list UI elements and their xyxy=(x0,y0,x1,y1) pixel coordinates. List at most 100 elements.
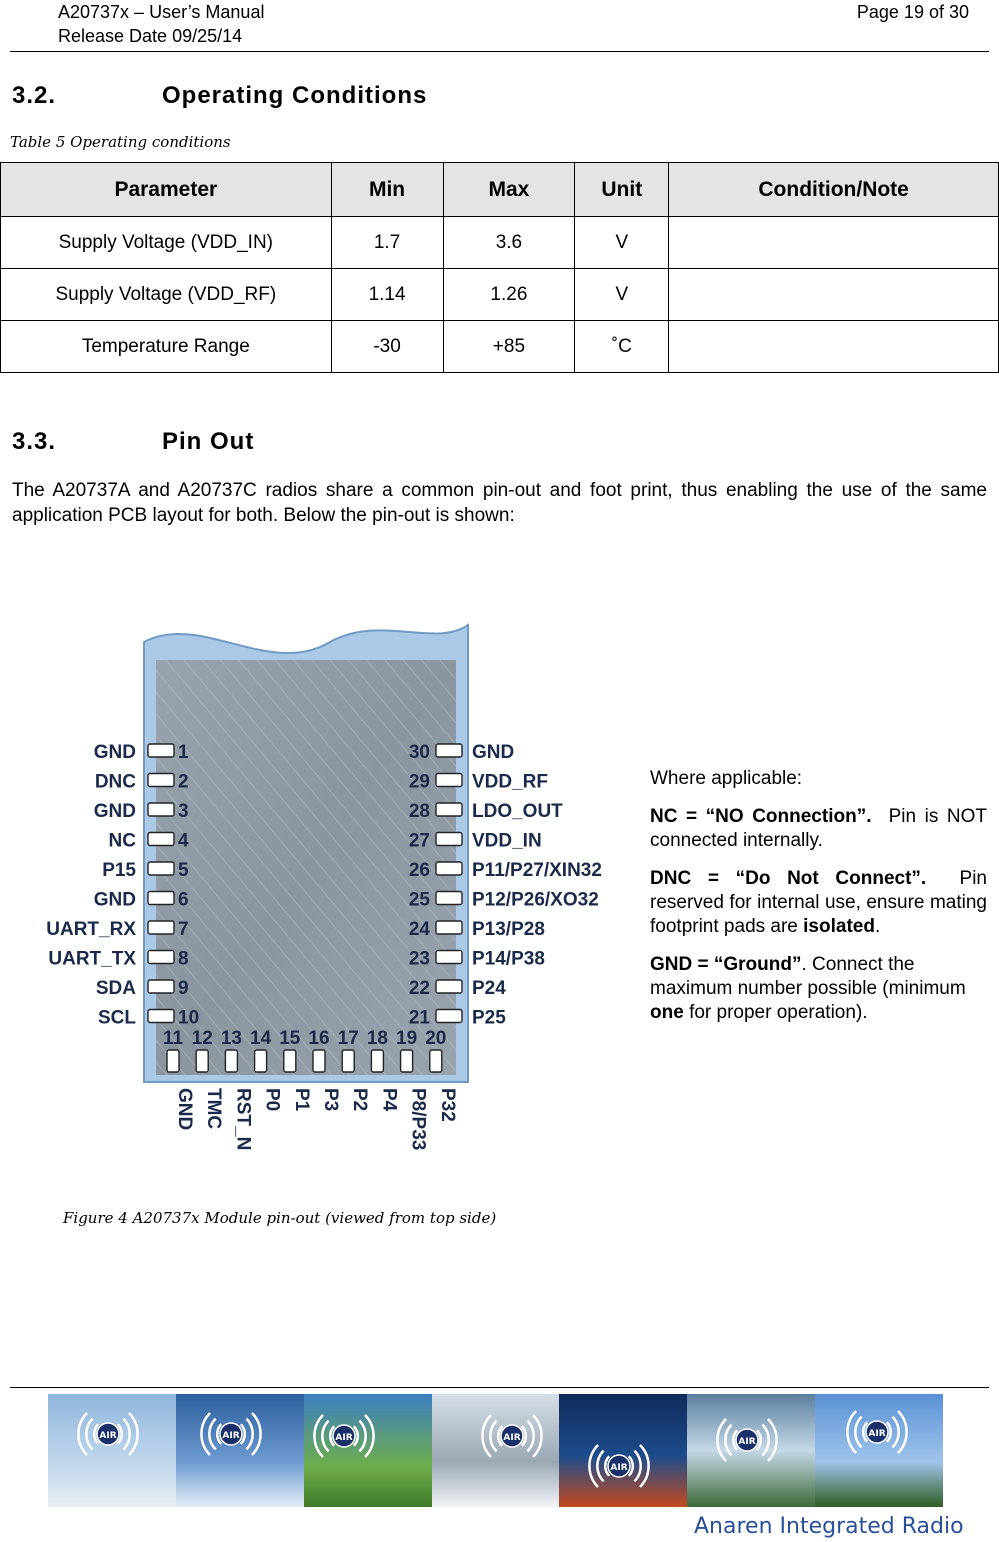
table-cell: 1.26 xyxy=(442,268,576,321)
pin-label: GND xyxy=(94,890,136,911)
section-heading-pinout: 3.3.Pin Out xyxy=(12,428,254,456)
banner-panel-ski: AIR xyxy=(175,1394,304,1507)
air-logo-icon: AIR xyxy=(312,1414,375,1458)
nc-desc: Pin is NOT connected internally. xyxy=(650,806,987,851)
pin-number: 2 xyxy=(178,772,189,793)
pin-pad xyxy=(147,949,175,965)
pin-label: GND xyxy=(94,801,136,822)
footer-rule xyxy=(10,1387,989,1388)
table-row: Temperature Range -30 +85 ˚C xyxy=(0,320,999,373)
footer-banner: AIR AIR AIR AIR AIR AIR AIR xyxy=(48,1394,944,1507)
column-header: Max xyxy=(442,162,576,217)
pin-number: 13 xyxy=(221,1028,242,1049)
pin-number: 6 xyxy=(178,890,189,911)
air-logo-icon: AIR xyxy=(200,1412,262,1456)
pin-label: P32 xyxy=(437,1088,458,1122)
table-cell: 1.14 xyxy=(330,268,444,321)
table-cell xyxy=(668,216,999,269)
pin-number: 7 xyxy=(178,919,189,940)
pin-number: 25 xyxy=(409,890,431,911)
pin-pad xyxy=(224,1049,239,1073)
pin-number: 29 xyxy=(409,772,430,793)
pin-pad xyxy=(312,1049,326,1073)
pin-pad xyxy=(435,743,463,758)
pin-number: 28 xyxy=(409,801,430,822)
pin-number: 11 xyxy=(163,1028,184,1049)
pin-number: 4 xyxy=(178,831,189,852)
pin-label: P25 xyxy=(472,1008,506,1029)
table-cell: V xyxy=(574,216,670,269)
pin-label: TMC xyxy=(203,1088,224,1129)
pin-label: GND xyxy=(94,742,136,763)
table-cell xyxy=(668,268,999,321)
pin-pad xyxy=(435,772,463,788)
notes-intro: Where applicable: xyxy=(650,768,803,789)
pin-label: VDD_IN xyxy=(472,831,542,852)
banner-panel-bike: AIR xyxy=(303,1394,432,1507)
pin-label: UART_RX xyxy=(46,919,136,940)
air-badge-text: AIR xyxy=(99,1431,116,1441)
section-title: Pin Out xyxy=(162,428,255,455)
pin-pad xyxy=(370,1049,385,1073)
header-left: A20737x – User’s Manual Release Date 09/… xyxy=(58,0,264,48)
pin-pad xyxy=(195,1049,209,1073)
pin-pad xyxy=(435,949,463,965)
pin-pad xyxy=(166,1049,180,1073)
pin-number: 9 xyxy=(178,978,189,999)
figure-caption: Figure 4 A20737x Module pin-out (viewed … xyxy=(63,1209,497,1227)
pin-label: P1 xyxy=(291,1088,312,1112)
dnc-term: DNC = “Do Not Connect”. xyxy=(650,868,927,889)
pin-label: P24 xyxy=(472,978,506,999)
dnc-note: DNC = “Do Not Connect”. Pin reserved for… xyxy=(650,867,987,939)
pin-label: P8/P33 xyxy=(408,1088,429,1150)
gnd-term: GND = “Ground” xyxy=(650,954,802,975)
pin-pad xyxy=(147,861,175,876)
pin-number: 18 xyxy=(367,1028,388,1049)
table-cell xyxy=(668,320,999,373)
table-cell: Supply Voltage (VDD_RF) xyxy=(0,268,332,321)
manual-title: A20737x – User’s Manual xyxy=(58,2,265,22)
air-logo-icon: AIR xyxy=(480,1414,543,1458)
pin-label: GND xyxy=(472,742,514,763)
pin-number: 30 xyxy=(409,742,430,763)
pin-number: 1 xyxy=(178,742,189,763)
page-number: Page 19 of 30 xyxy=(856,2,969,22)
pin-pad xyxy=(435,861,463,876)
gnd-note: GND = “Ground”. Connect the maximum numb… xyxy=(650,953,987,1025)
section-heading-operating: 3.2.Operating Conditions xyxy=(12,82,427,110)
table-header-row: Parameter Min Max Unit Condition/Note xyxy=(0,162,999,217)
pin-number: 26 xyxy=(409,860,430,881)
pin-pad xyxy=(147,802,175,817)
module-pinout-diagram: 1GND2DNC3GND4NC5P156GND7UART_RX8UART_TX9… xyxy=(46,623,602,1150)
pin-label: P0 xyxy=(262,1088,283,1111)
pin-label: SDA xyxy=(96,978,136,999)
column-header: Min xyxy=(330,162,444,217)
pin-number: 19 xyxy=(396,1028,417,1049)
pin-pad xyxy=(435,920,463,935)
air-logo-icon: AIR xyxy=(846,1410,908,1454)
pin-number: 10 xyxy=(178,1008,199,1029)
pin-label: VDD_RF xyxy=(472,772,548,793)
pin-pad xyxy=(429,1049,443,1073)
air-badge-text: AIR xyxy=(503,1433,520,1443)
air-badge-text: AIR xyxy=(869,1429,886,1439)
section-number: 3.2. xyxy=(12,82,57,109)
air-badge-text: AIR xyxy=(739,1437,756,1447)
pin-pad xyxy=(399,1049,414,1073)
pin-label: DNC xyxy=(95,772,136,793)
pin-pad xyxy=(147,890,175,906)
banner-panel-snow: AIR xyxy=(431,1394,560,1507)
pin-pad xyxy=(147,831,175,847)
gnd-bold: one xyxy=(650,1002,684,1023)
pin-label: P11/P27/XIN32 xyxy=(472,860,602,881)
pin-pad xyxy=(147,920,175,935)
dnc-desc: Pin reserved for internal use, ensure ma… xyxy=(650,868,987,937)
banner-panel-skate: AIR xyxy=(815,1394,944,1507)
gnd-end: for proper operation). xyxy=(689,1002,868,1023)
pin-label: P4 xyxy=(378,1088,399,1112)
pin-number: 21 xyxy=(409,1008,431,1029)
pin-label: P14/P38 xyxy=(472,949,545,970)
brand-name: Anaren Integrated Radio xyxy=(694,1514,964,1539)
pin-notes: Where applicable: NC = “NO Connection”. … xyxy=(650,767,987,1039)
banner-panel-windsurf: AIR xyxy=(559,1394,688,1507)
